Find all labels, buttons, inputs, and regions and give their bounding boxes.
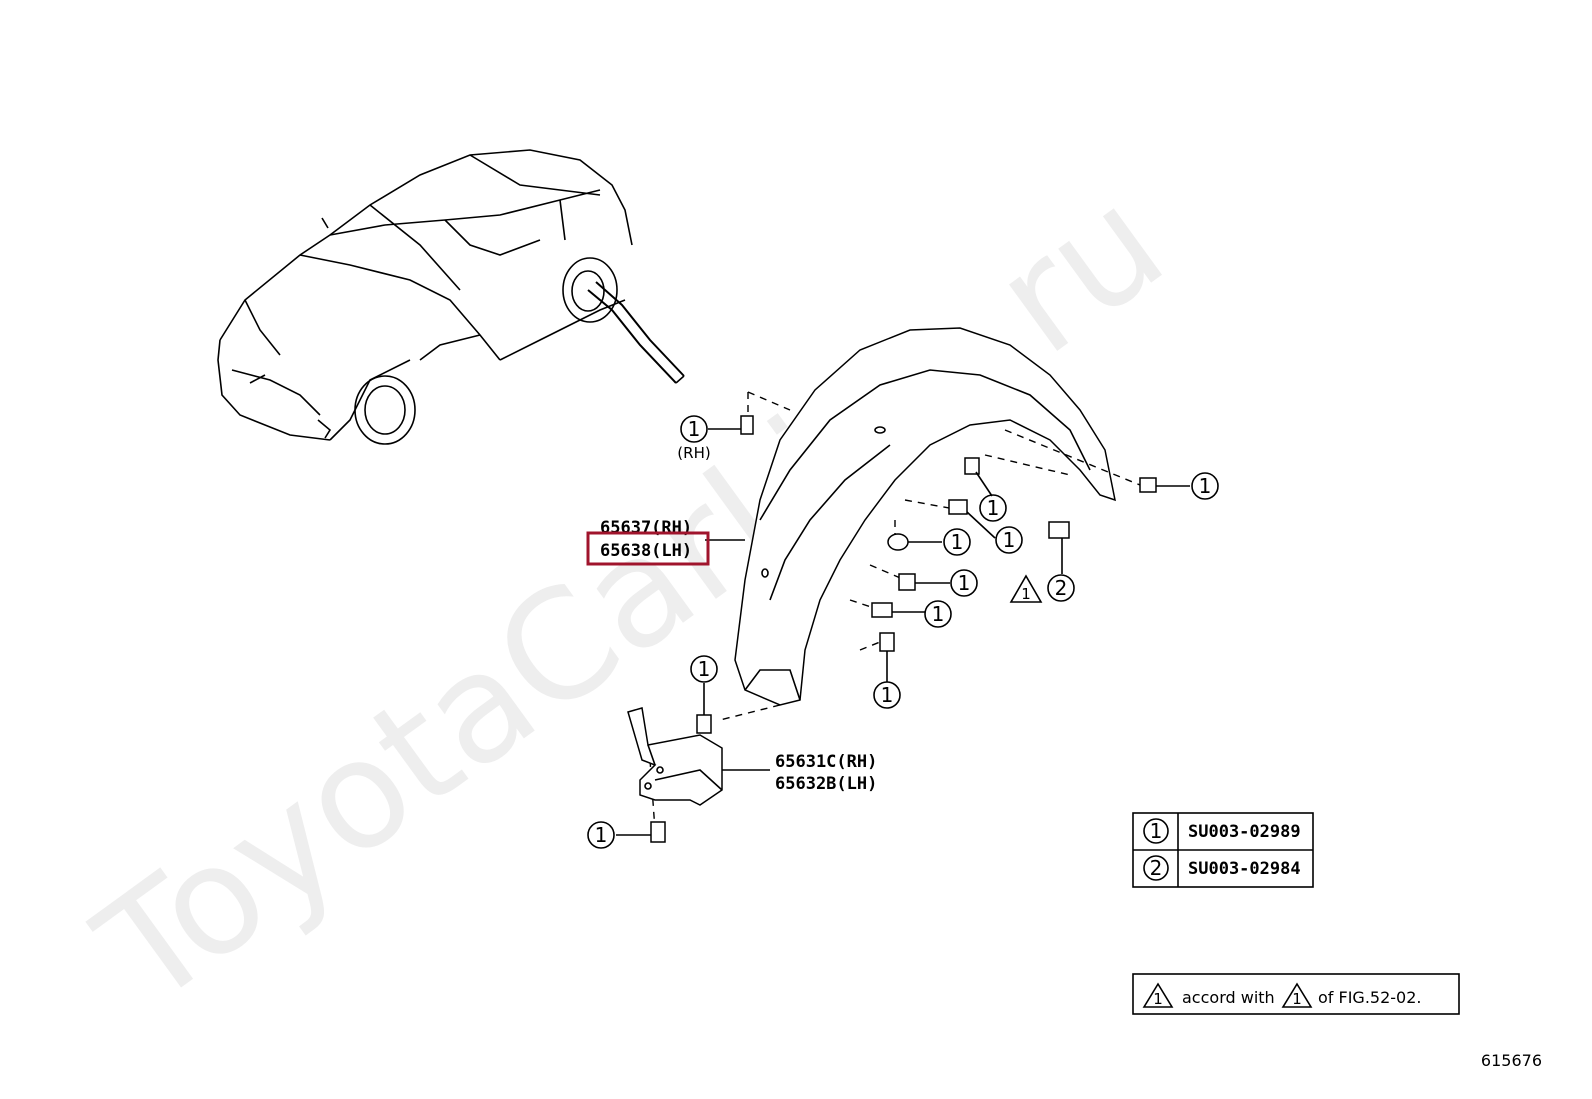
legend-row-1: 1 SU003-02989 bbox=[1143, 818, 1301, 844]
fasteners bbox=[650, 415, 1157, 843]
svg-text:2: 2 bbox=[1055, 576, 1068, 600]
legend-row-2: 2 SU003-02984 bbox=[1143, 855, 1301, 881]
svg-text:accord with: accord with bbox=[1182, 988, 1275, 1007]
marker-1-bottom: 1 bbox=[873, 681, 901, 709]
svg-text:2: 2 bbox=[1150, 856, 1163, 880]
svg-text:1: 1 bbox=[1003, 528, 1016, 552]
svg-text:1: 1 bbox=[698, 657, 711, 681]
marker-1-clip: 1 bbox=[995, 526, 1023, 554]
fender-liner bbox=[734, 327, 1116, 706]
car-illustration bbox=[217, 149, 685, 445]
svg-text:1: 1 bbox=[1150, 819, 1163, 843]
svg-text:1: 1 bbox=[932, 602, 945, 626]
bracket bbox=[627, 707, 723, 806]
callout-bracket-lh: 65632B(LH) bbox=[775, 774, 877, 794]
marker-1-bracket-bottom: 1 bbox=[587, 821, 615, 849]
marker-1-right: 1 bbox=[1191, 472, 1219, 500]
svg-text:1: 1 bbox=[1199, 474, 1212, 498]
svg-text:1: 1 bbox=[951, 530, 964, 554]
callout-liner-rh: 65637(RH) bbox=[600, 518, 692, 538]
marker-1-mid: 1 bbox=[950, 569, 978, 597]
marker-1-rh: 1 bbox=[680, 415, 708, 443]
marker-1-lower: 1 bbox=[924, 600, 952, 628]
leader-lines bbox=[616, 428, 1190, 836]
marker-1-grommet: 1 bbox=[943, 528, 971, 556]
marker-1-upper: 1 bbox=[979, 494, 1007, 522]
figure-id: 615676 bbox=[1481, 1051, 1542, 1070]
rh-note: (RH) bbox=[677, 444, 710, 462]
svg-text:1: 1 bbox=[1153, 990, 1163, 1008]
svg-text:1: 1 bbox=[688, 417, 701, 441]
marker-1-bracket-top: 1 bbox=[690, 655, 718, 683]
svg-text:1: 1 bbox=[881, 683, 894, 707]
svg-text:1: 1 bbox=[1292, 990, 1302, 1008]
svg-text:1: 1 bbox=[595, 823, 608, 847]
highlight-box bbox=[586, 531, 710, 566]
svg-text:1: 1 bbox=[1021, 585, 1031, 603]
callout-bracket-rh: 65631C(RH) bbox=[775, 752, 877, 772]
svg-text:1: 1 bbox=[987, 496, 1000, 520]
legend-table: 1 SU003-02989 2 SU003-02984 bbox=[1132, 812, 1314, 888]
svg-text:of FIG.52-02.: of FIG.52-02. bbox=[1318, 988, 1422, 1007]
note-box: 1 accord with 1 of FIG.52-02. bbox=[1132, 973, 1460, 1015]
marker-2: 2 bbox=[1047, 574, 1075, 602]
svg-text:1: 1 bbox=[958, 571, 971, 595]
svg-text:SU003-02984: SU003-02984 bbox=[1188, 859, 1301, 879]
svg-text:SU003-02989: SU003-02989 bbox=[1188, 822, 1301, 842]
warning-triangle-icon: 1 bbox=[1009, 574, 1043, 603]
callout-liner-lh: 65638(LH) bbox=[600, 541, 692, 561]
